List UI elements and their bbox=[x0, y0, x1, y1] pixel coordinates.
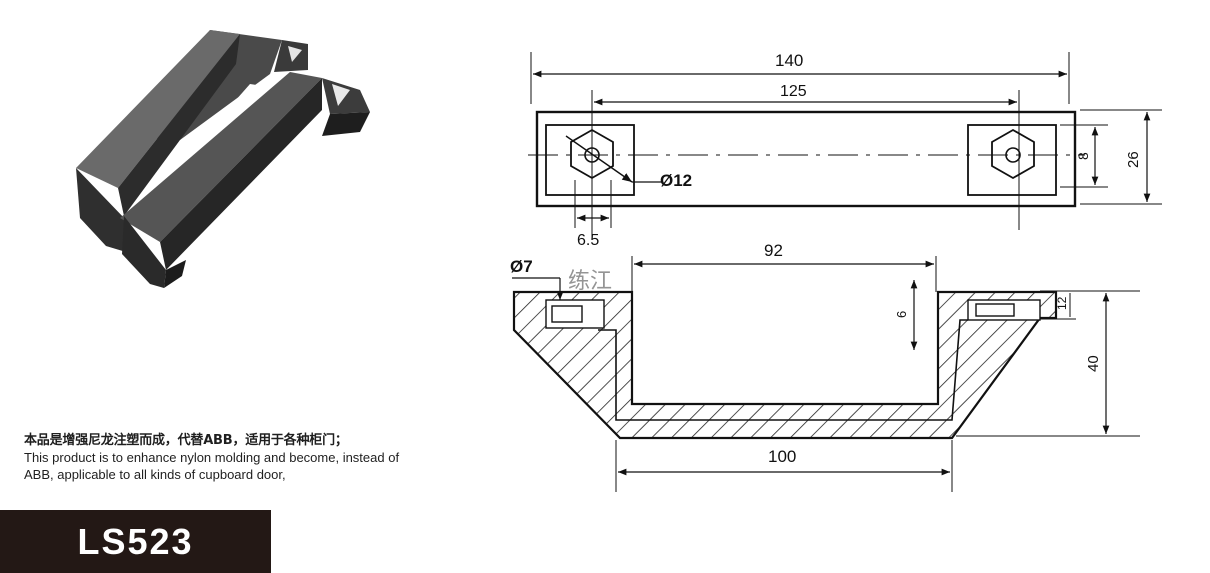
description-english-line2: ABB, applicable to all kinds of cupboard… bbox=[24, 467, 286, 482]
description-english-line1: This product is to enhance nylon molding… bbox=[24, 450, 400, 465]
handle-end-block-front bbox=[322, 112, 370, 136]
left-insert bbox=[551, 305, 583, 323]
product-photo bbox=[76, 30, 370, 288]
right-insert bbox=[975, 303, 1015, 317]
technical-drawing: 140 125 Ø12 6.5 8 26 Ø7 92 100 6 12 40 练… bbox=[510, 51, 1162, 492]
mount-hole-triangle bbox=[332, 84, 350, 106]
label-6-5: 6.5 bbox=[577, 232, 599, 249]
top-view-outline bbox=[535, 110, 1077, 208]
handle-second-face bbox=[160, 78, 322, 270]
right-mount-block bbox=[967, 124, 1057, 196]
handle-end-block-right bbox=[322, 78, 370, 114]
label-dia12: Ø12 bbox=[660, 171, 692, 190]
section-view bbox=[512, 256, 1140, 492]
handle-second-beam bbox=[120, 72, 322, 242]
model-code: LS523 bbox=[77, 520, 194, 562]
label-26: 26 bbox=[1125, 151, 1142, 168]
handle-right-foot bbox=[122, 216, 166, 288]
label-100: 100 bbox=[768, 447, 796, 466]
left-mount-block bbox=[545, 124, 635, 196]
label-8: 8 bbox=[1075, 152, 1091, 160]
handle-right-foot-end bbox=[164, 260, 186, 288]
handle-left-foot bbox=[76, 168, 126, 252]
handle-front-face bbox=[118, 34, 240, 216]
label-12: 12 bbox=[1055, 296, 1069, 310]
mount-hole-triangle-back bbox=[288, 46, 302, 62]
label-92: 92 bbox=[764, 241, 783, 260]
description-chinese: 本品是增强尼龙注塑而成，代替ABB，适用于各种柜门； bbox=[24, 433, 348, 448]
right-hex-nut bbox=[991, 128, 1035, 180]
section-inner-cavity bbox=[598, 319, 968, 421]
label-40: 40 bbox=[1085, 355, 1102, 372]
label-125: 125 bbox=[780, 83, 807, 100]
product-description: 本品是增强尼龙注塑而成，代替ABB，适用于各种柜门； This product … bbox=[24, 432, 474, 483]
label-140: 140 bbox=[775, 51, 803, 70]
dia12-leader bbox=[565, 135, 633, 183]
watermark-text: 练江 bbox=[568, 269, 612, 294]
label-dia7: Ø7 bbox=[510, 257, 533, 276]
model-label-box: LS523 bbox=[0, 510, 271, 573]
right-hole bbox=[1005, 147, 1021, 163]
handle-front-beam bbox=[76, 30, 240, 188]
label-6: 6 bbox=[894, 311, 909, 318]
top-view bbox=[528, 52, 1162, 240]
